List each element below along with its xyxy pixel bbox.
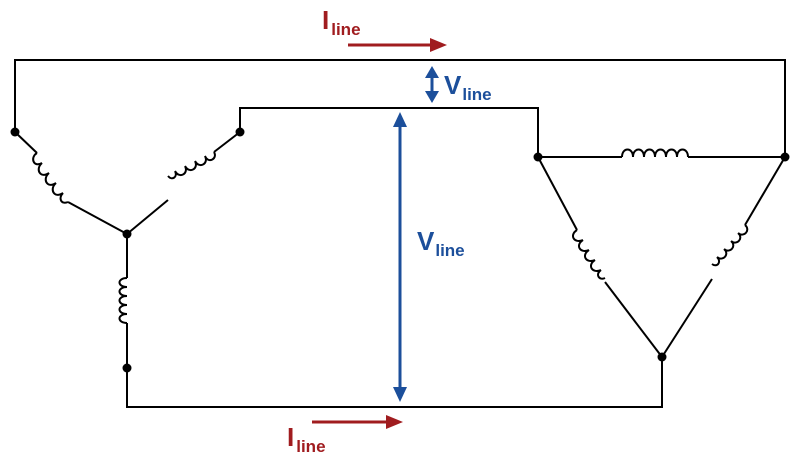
node-delta-bottom [657,352,667,362]
node-wye-bottom [122,363,132,373]
coil-delta-top [621,148,689,158]
wye-winding-left [14,131,128,235]
bottom-line-wire [126,357,663,408]
node-delta-left [533,152,543,162]
node-delta-right [780,152,790,162]
delta-winding-top [538,148,785,158]
delta-winding-left [537,156,663,358]
coil-delta-left [572,229,606,280]
coil-wye-right [167,151,216,180]
voltage-label-long: Vline [417,226,465,260]
node-wye-top-right [235,127,245,137]
coil-delta-right [711,224,749,267]
current-arrow-top [348,38,447,52]
voltage-arrow-long [393,112,407,402]
voltage-arrow-short [425,66,439,103]
node-wye-top-left [10,127,20,137]
current-arrow-bottom [312,415,403,429]
coil-wye-bottom [118,277,128,324]
wye-winding-right [126,131,241,235]
top-line-wire [14,59,786,157]
voltage-label-short: Vline [444,70,492,104]
middle-line-wire [239,107,539,157]
coil-wye-left [32,152,69,204]
delta-winding-right [661,156,786,358]
node-wye-neutral [122,229,132,239]
wye-winding-bottom [118,234,128,368]
